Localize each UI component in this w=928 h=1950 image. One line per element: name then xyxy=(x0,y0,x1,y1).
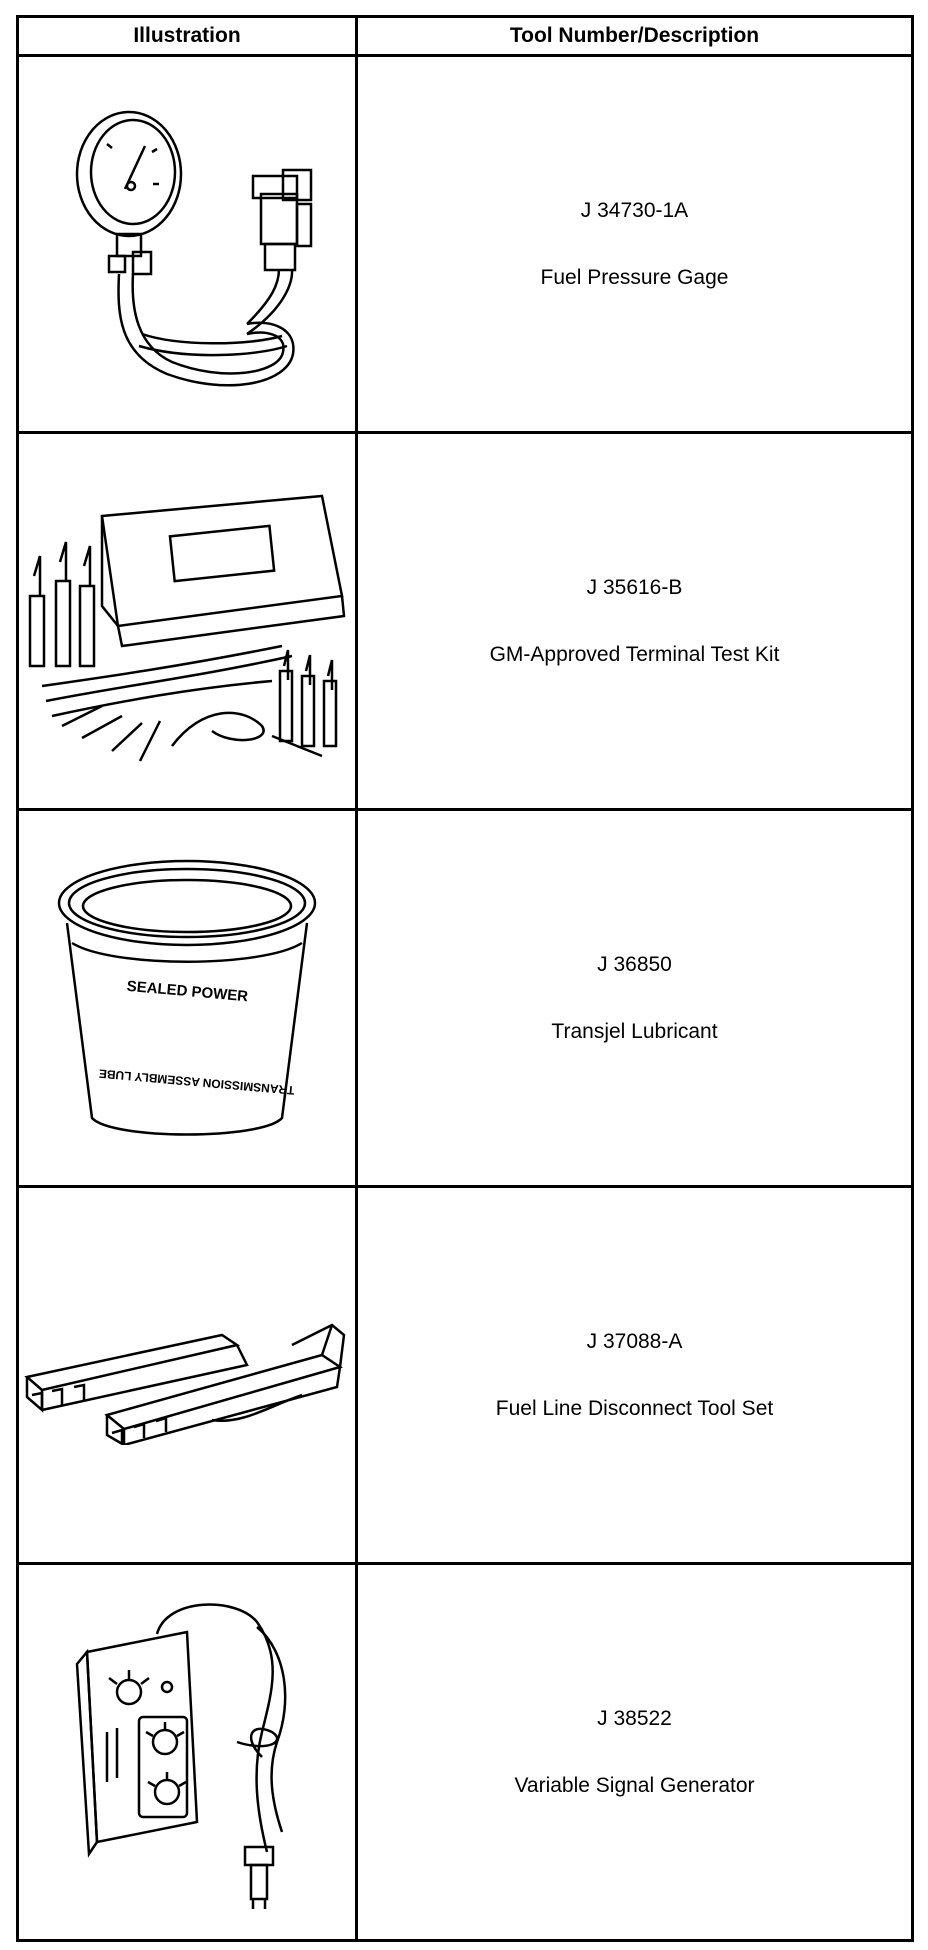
illustration-cell xyxy=(16,431,358,811)
table-row: SEALED POWER TRANSMISSION ASSEMBLY LUBE … xyxy=(16,808,914,1188)
tool-number: J 37088-A xyxy=(586,1329,683,1353)
table-row: J 34730-1A Fuel Pressure Gage xyxy=(16,54,914,434)
description-cell: J 34730-1A Fuel Pressure Gage xyxy=(355,54,914,434)
description-cell: J 36850 Transjel Lubricant xyxy=(355,808,914,1188)
table-row: J 38522 Variable Signal Generator xyxy=(16,1562,914,1942)
tool-description: GM-Approved Terminal Test Kit xyxy=(489,642,780,666)
tool-description: Fuel Line Disconnect Tool Set xyxy=(495,1396,774,1420)
lubricant-tub-icon: SEALED POWER TRANSMISSION ASSEMBLY LUBE xyxy=(57,859,317,1136)
disconnect-tools-icon xyxy=(24,1323,346,1445)
table-row: J 37088-A Fuel Line Disconnect Tool Set xyxy=(16,1185,914,1565)
tool-number: J 36850 xyxy=(597,952,672,976)
header-row: Illustration Tool Number/Description xyxy=(16,15,914,57)
tool-description: Variable Signal Generator xyxy=(514,1773,755,1797)
signal-generator-icon xyxy=(75,1603,287,1909)
header-illustration: Illustration xyxy=(16,15,358,57)
tool-description: Transjel Lubricant xyxy=(551,1019,718,1043)
tub-label-brand: SEALED POWER xyxy=(126,978,249,1006)
tool-table: Illustration Tool Number/Description xyxy=(16,15,914,1942)
description-cell: J 38522 Variable Signal Generator xyxy=(355,1562,914,1942)
fuel-pressure-gage-icon xyxy=(75,110,313,387)
terminal-test-kit-icon xyxy=(28,494,346,762)
illustration-cell xyxy=(16,1185,358,1565)
tool-number: J 34730-1A xyxy=(580,198,689,222)
tool-description: Fuel Pressure Gage xyxy=(540,265,729,289)
description-cell: J 37088-A Fuel Line Disconnect Tool Set xyxy=(355,1185,914,1565)
illustration-cell xyxy=(16,54,358,434)
description-cell: J 35616-B GM-Approved Terminal Test Kit xyxy=(355,431,914,811)
header-description: Tool Number/Description xyxy=(355,15,914,57)
table-row: J 35616-B GM-Approved Terminal Test Kit xyxy=(16,431,914,811)
illustration-cell: SEALED POWER TRANSMISSION ASSEMBLY LUBE xyxy=(16,808,358,1188)
tub-label-product: TRANSMISSION ASSEMBLY LUBE xyxy=(98,1066,295,1097)
illustration-cell xyxy=(16,1562,358,1942)
tool-number: J 35616-B xyxy=(586,575,683,599)
tool-number: J 38522 xyxy=(597,1706,672,1730)
